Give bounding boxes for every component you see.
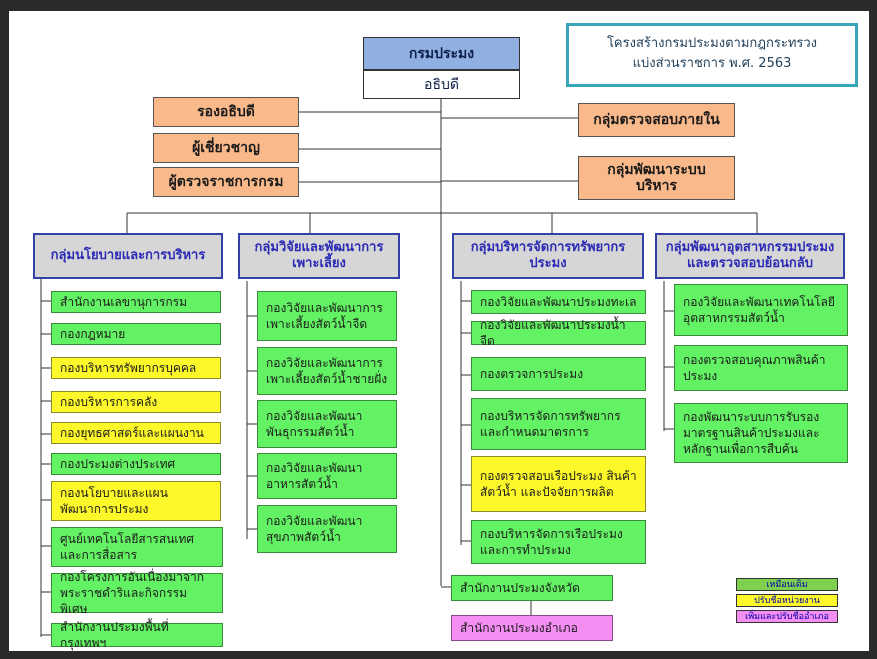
group-aquaculture-research: กลุ่มวิจัยและพัฒนาการเพาะเลี้ยง — [238, 233, 400, 279]
unit-quality-inspection: กองตรวจสอบคุณภาพสินค้าประมง — [674, 345, 848, 391]
unit-marine-research: กองวิจัยและพัฒนาประมงทะเล — [471, 290, 646, 314]
unit-freshwater-aquaculture: กองวิจัยและพัฒนาการเพาะเลี้ยงสัตว์น้ำจืด — [257, 291, 397, 341]
unit-vessel-management: กองบริหารจัดการเรือประมงและการทำประมง — [471, 520, 646, 564]
admin-development-node: กลุ่มพัฒนาระบบบริหาร — [578, 156, 735, 200]
unit-fisheries-inspection: กองตรวจการประมง — [471, 357, 646, 391]
unit-inland-research: กองวิจัยและพัฒนาประมงน้ำจืด — [471, 318, 646, 348]
connector-lines — [40, 99, 758, 637]
unit-vessel-inspection: กองตรวจสอบเรือประมง สินค้าสัตว์น้ำ และปั… — [471, 456, 646, 512]
org-chart-canvas: โครงสร้างกรมประมงตามกฎกระทรวง แบ่งส่วนรา… — [9, 11, 869, 651]
department-node: กรมประมง — [363, 37, 520, 70]
unit-royal-projects: กองโครงการอันเนื่องมาจากพระราชดำริและกิจ… — [51, 570, 223, 616]
unit-legal: กองกฎหมาย — [51, 323, 221, 345]
chart-title-line1: โครงสร้างกรมประมงตามกฎกระทรวง — [606, 36, 818, 51]
group-policy-admin: กลุ่มนโยบายและการบริหาร — [33, 233, 223, 279]
group-resource-management: กลุ่มบริหารจัดการทรัพยากรประมง — [452, 233, 644, 279]
legend-added: เพิ่มและปรับชื่ออำเภอ — [736, 610, 838, 623]
internal-audit-node: กลุ่มตรวจสอบภายใน — [578, 103, 735, 137]
unit-finance: กองบริหารการคลัง — [51, 391, 221, 413]
provincial-office: สำนักงานประมงจังหวัด — [451, 575, 613, 601]
legend-renamed: ปรับชื่อหน่วยงาน — [736, 594, 838, 607]
district-office: สำนักงานประมงอำเภอ — [451, 615, 613, 641]
unit-industry-technology: กองวิจัยและพัฒนาเทคโนโลยีอุตสาหกรรมสัตว์… — [674, 284, 848, 336]
unit-aquatic-health: กองวิจัยและพัฒนาสุขภาพสัตว์น้ำ — [257, 505, 397, 553]
unit-aquatic-feed: กองวิจัยและพัฒนาอาหารสัตว์น้ำ — [257, 453, 397, 499]
unit-bangkok-office: สำนักงานประมงพื้นที่กรุงเทพฯ — [51, 620, 223, 650]
unit-ict-center: ศูนย์เทคโนโลยีสารสนเทศและการสื่อสาร — [51, 527, 223, 567]
unit-coastal-aquaculture: กองวิจัยและพัฒนาการเพาะเลี้ยงสัตว์น้ำชาย… — [257, 347, 397, 395]
chart-title-line2: แบ่งส่วนราชการ พ.ศ. 2563 — [632, 56, 792, 71]
unit-secretariat: สำนักงานเลขานุการกรม — [51, 291, 221, 313]
unit-human-resources: กองบริหารทรัพยากรบุคคล — [51, 357, 221, 379]
unit-certification-system: กองพัฒนาระบบการรับรองมาตรฐานสินค้าประมงแ… — [674, 403, 848, 463]
legend-unchanged: เหมือนเดิม — [736, 578, 838, 591]
group-industry-traceability: กลุ่มพัฒนาอุตสาหกรรมประมงและตรวจสอบย้อนก… — [655, 233, 845, 279]
unit-fisheries-policy: กองนโยบายและแผนพัฒนาการประมง — [51, 481, 221, 521]
unit-resource-measures: กองบริหารจัดการทรัพยากรและกำหนดมาตรการ — [471, 398, 646, 450]
unit-genetics: กองวิจัยและพัฒนาพันธุกรรมสัตว์น้ำ — [257, 400, 397, 448]
unit-foreign-fisheries: กองประมงต่างประเทศ — [51, 453, 221, 475]
inspector-node: ผู้ตรวจราชการกรม — [153, 167, 299, 197]
deputy-director-node: รองอธิบดี — [153, 97, 299, 127]
unit-strategy: กองยุทธศาสตร์และแผนงาน — [51, 422, 221, 444]
expert-node: ผู้เชี่ยวชาญ — [153, 133, 299, 163]
director-general-node: อธิบดี — [363, 70, 520, 99]
chart-title-box: โครงสร้างกรมประมงตามกฎกระทรวง แบ่งส่วนรา… — [566, 23, 858, 87]
